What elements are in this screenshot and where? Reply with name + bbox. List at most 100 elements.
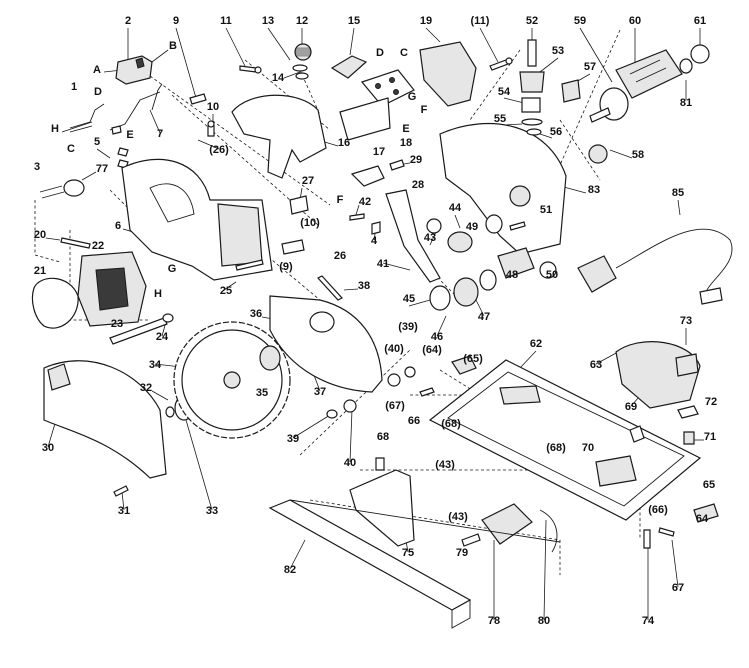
shaft-part (109, 317, 168, 345)
part-label-p26a: (26) (209, 144, 229, 156)
part-label-p28: 28 (412, 179, 424, 191)
switch-part (115, 55, 153, 85)
part-label-p68a: (68) (441, 418, 461, 430)
stator-part (77, 251, 147, 327)
part-label-p19: 19 (420, 15, 432, 27)
part-label-p36: 36 (250, 308, 262, 320)
part-label-p82: 82 (284, 564, 296, 576)
bearing-61 (690, 44, 710, 64)
part-label-p34: 34 (149, 359, 162, 371)
pin-part (426, 218, 442, 234)
riving-knife (385, 189, 441, 283)
part-label-p73: 73 (680, 315, 692, 327)
part-label-p79: 79 (456, 547, 468, 559)
part-label-p41: 41 (377, 258, 389, 270)
flange-inner (259, 345, 281, 371)
part-label-p2: 2 (125, 15, 131, 27)
part-label-p53: 53 (552, 45, 564, 57)
wire-leads (69, 83, 163, 135)
part-label-p31: 31 (118, 505, 130, 517)
part-label-p3: 3 (34, 161, 40, 173)
handle-top (419, 41, 477, 107)
part-label-p27: 27 (302, 175, 314, 187)
part-label-p70: 70 (582, 442, 594, 454)
part-label-p11b: (11) (471, 15, 490, 27)
part-label-p37: 37 (314, 386, 326, 398)
part-label-pH1: H (51, 123, 59, 135)
part-label-p20: 20 (34, 229, 46, 241)
part-label-p29: 29 (410, 154, 422, 166)
part-label-pE2: E (126, 129, 133, 141)
power-cable (577, 228, 733, 305)
part-label-p64b: 64 (696, 513, 709, 525)
part-label-p51: 51 (540, 204, 552, 216)
part-label-p72: 72 (705, 396, 717, 408)
part-label-pC2: C (67, 143, 75, 155)
part-label-pC1: C (400, 47, 408, 59)
part-label-p65a: (65) (463, 353, 483, 365)
part-label-p17: 17 (373, 146, 385, 158)
bearing-58 (588, 144, 608, 164)
part-label-p18: 18 (400, 137, 412, 149)
blade-guard-lower (43, 360, 167, 479)
part-label-p11a: 11 (220, 15, 232, 27)
brush-holder (281, 239, 305, 255)
part-label-p54: 54 (498, 86, 511, 98)
part-label-p47: 47 (478, 311, 490, 323)
gear-and-washers (292, 43, 312, 80)
part-label-p43a: 43 (424, 232, 436, 244)
part-label-p4: 4 (371, 235, 378, 247)
part-label-p25: 25 (220, 285, 232, 297)
brush-plate (31, 277, 79, 329)
part-label-p55: 55 (494, 113, 506, 125)
part-label-p74: 74 (642, 615, 655, 627)
base-plate (428, 359, 702, 521)
part-label-p81: 81 (680, 97, 692, 109)
part-label-p24: 24 (156, 331, 169, 343)
part-label-p58: 58 (632, 149, 644, 161)
dust-port (615, 341, 701, 409)
part-label-p13: 13 (262, 15, 274, 27)
part-label-p15: 15 (348, 15, 360, 27)
part-label-p1: 1 (71, 81, 77, 93)
part-label-p64a: (64) (422, 344, 442, 356)
screws-group (117, 57, 513, 169)
clip-part (189, 93, 207, 105)
part-label-p23: 23 (111, 318, 123, 330)
part-label-p45: 45 (403, 293, 415, 305)
part-label-p65b: 65 (703, 479, 715, 491)
plate-part (330, 55, 368, 79)
part-label-p61: 61 (694, 15, 706, 27)
parallel-guide (268, 499, 561, 629)
part-label-p57: 57 (584, 61, 596, 73)
part-label-p78: 78 (488, 615, 500, 627)
housing-cover (231, 94, 327, 179)
part-label-p66a: 66 (408, 415, 420, 427)
part-label-p66b: (66) (648, 504, 668, 516)
part-label-p46: 46 (431, 331, 443, 343)
rod-part (317, 275, 343, 301)
part-label-p39a: (39) (398, 321, 418, 333)
part-label-pB1: B (169, 40, 177, 52)
part-label-p48: 48 (506, 269, 518, 281)
part-label-p44: 44 (449, 202, 462, 214)
part-label-p40a: (40) (384, 343, 404, 355)
part-label-p62: 62 (530, 338, 542, 350)
spindle-parts (519, 39, 581, 136)
armature (589, 49, 683, 123)
bearing-set (429, 247, 535, 311)
part-label-p10a: 10 (207, 101, 219, 113)
part-label-p75: 75 (402, 547, 414, 559)
part-label-p83: 83 (588, 184, 600, 196)
part-label-p77: 77 (96, 163, 108, 175)
part-label-p22: 22 (92, 240, 104, 252)
part-label-p56: 56 (550, 126, 562, 138)
part-label-p68b: 68 (377, 431, 389, 443)
part-label-p9b: (9) (279, 261, 293, 273)
part-label-p30: 30 (42, 442, 54, 454)
part-label-pF1: F (421, 104, 428, 116)
part-label-p12: 12 (296, 15, 308, 27)
part-label-p43c: (43) (448, 511, 468, 523)
